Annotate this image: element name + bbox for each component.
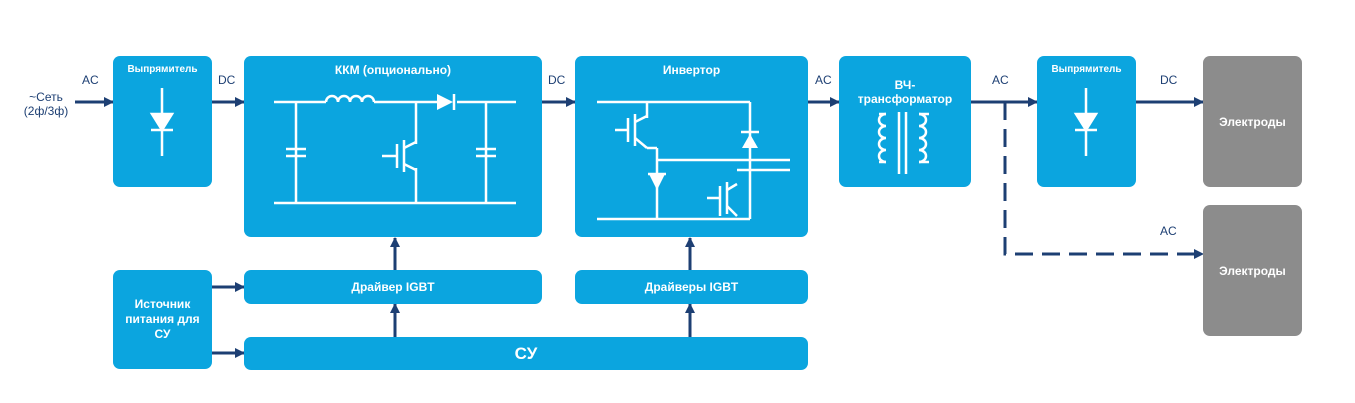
control-system-label: СУ — [514, 343, 538, 363]
transformer-title-line1: ВЧ- — [894, 78, 916, 92]
control-power-supply-block: Источник питания для СУ — [113, 270, 212, 369]
label-dc-pfc-out: DC — [548, 73, 566, 87]
grid-input-line2: (2ф/3ф) — [23, 104, 69, 118]
transformer-block: ВЧ- трансформатор — [839, 56, 971, 187]
inverter-title: Инвертор — [662, 63, 721, 77]
control-power-supply-line1: Источник — [134, 297, 191, 311]
electrodes-ac-label: Электроды — [1219, 263, 1286, 278]
control-power-supply-line2: питания для — [125, 312, 200, 326]
control-power-supply-line3: СУ — [154, 327, 171, 341]
igbt-driver-label: Драйвер IGBT — [351, 280, 435, 294]
electrodes-dc-label: Электроды — [1219, 114, 1286, 129]
grid-input-label: ~Сеть (2ф/3ф) — [18, 90, 74, 118]
label-ac-transformer-out: AC — [992, 73, 1009, 87]
inverter-bridge-schematic-icon — [597, 100, 790, 221]
label-dc-rectifier2-out: DC — [1160, 73, 1178, 87]
arrow-ac-dashed-to-electrodes — [1003, 102, 1204, 259]
boost-converter-schematic-icon — [274, 94, 516, 205]
label-ac-input: AC — [82, 73, 99, 87]
rectifier-title: Выпрямитель — [127, 64, 198, 75]
output-rectifier-title: Выпрямитель — [1051, 64, 1122, 75]
diode-icon — [149, 88, 175, 156]
grid-input-line1: ~Сеть — [29, 90, 63, 104]
igbt-drivers-block: Драйверы IGBT — [575, 270, 808, 304]
pfc-block: ККМ (опционально) — [244, 56, 542, 237]
igbt-drivers-label: Драйверы IGBT — [644, 280, 739, 294]
label-ac-inverter-out: AC — [815, 73, 832, 87]
rectifier-block: Выпрямитель — [113, 56, 212, 187]
diode-icon — [1073, 88, 1099, 156]
control-system-block: СУ — [244, 337, 808, 370]
igbt-driver-block: Драйвер IGBT — [244, 270, 542, 304]
electrodes-dc-block: Электроды — [1203, 56, 1302, 187]
label-ac-bypass: AC — [1160, 224, 1177, 238]
pfc-title: ККМ (опционально) — [334, 63, 452, 77]
output-rectifier-block: Выпрямитель — [1037, 56, 1136, 187]
transformer-icon — [877, 112, 929, 174]
label-dc-rectifier-out: DC — [218, 73, 236, 87]
transformer-title: ВЧ- трансформатор — [839, 78, 971, 106]
inverter-block: Инвертор — [575, 56, 808, 237]
control-power-supply-label: Источник питания для СУ — [113, 270, 212, 369]
electrodes-ac-block: Электроды — [1203, 205, 1302, 336]
transformer-title-line2: трансформатор — [857, 92, 953, 106]
